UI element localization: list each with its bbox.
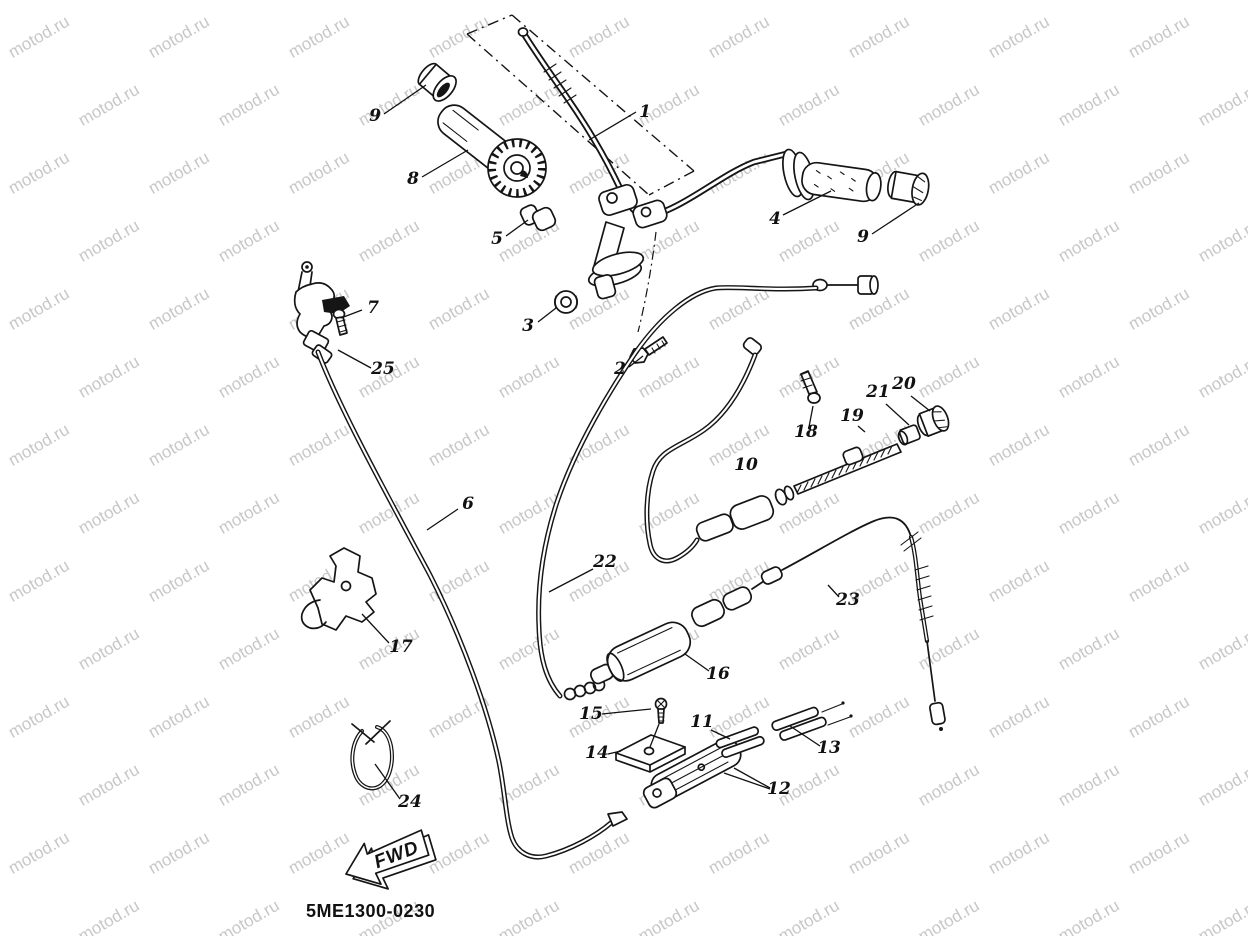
callout-leader-8 xyxy=(421,149,469,178)
part-callout-2: 2 xyxy=(613,359,626,379)
part-callout-6: 6 xyxy=(462,494,474,514)
callout-leader-25 xyxy=(337,349,372,369)
callout-leader-24 xyxy=(374,763,401,800)
part-callout-24: 24 xyxy=(397,792,422,812)
nut-drawing xyxy=(553,290,579,314)
cable-adjuster-barrel-drawing xyxy=(589,566,783,685)
part-callout-25: 25 xyxy=(370,359,395,379)
callout-leader-22 xyxy=(548,568,594,593)
handle-holder-drawing xyxy=(519,183,668,333)
lever-housing-drawing xyxy=(642,738,742,809)
part-callout-19: 19 xyxy=(840,406,864,426)
part-callout-4: 4 xyxy=(769,209,781,229)
part-callout-16: 16 xyxy=(706,664,730,684)
callout-leader-11 xyxy=(710,729,731,740)
part-callout-7: 7 xyxy=(367,298,379,318)
diagram-code: 5ME1300-0230 xyxy=(306,901,435,921)
guide-pipes-drawing xyxy=(715,726,765,758)
callout-leader-2 xyxy=(628,355,644,368)
callout-leader-16 xyxy=(684,653,710,672)
callout-leader-4 xyxy=(782,190,832,216)
cable-23-drawing xyxy=(781,516,946,731)
callout-leader-extra xyxy=(723,772,771,790)
left-bar-end-cap-drawing xyxy=(417,62,457,102)
choke-cable-drawing xyxy=(315,349,628,860)
callout-leader-20 xyxy=(910,395,931,412)
callout-leader-18 xyxy=(808,405,814,428)
callout-leader-9 xyxy=(383,84,427,115)
callout-leader-7 xyxy=(340,309,363,319)
left-grip-drawing xyxy=(437,104,547,198)
part-callout-22: 22 xyxy=(592,552,617,572)
part-callout-11: 11 xyxy=(690,712,714,732)
callouts-layer: 1234567899101112131415161718192021222324… xyxy=(337,84,931,812)
callout-leader-15 xyxy=(601,708,652,715)
callout-leader-3 xyxy=(537,307,557,323)
callout-leader-23 xyxy=(827,584,840,598)
bottom-lever-cluster-drawing xyxy=(615,697,853,809)
callout-leader-19 xyxy=(857,425,866,433)
lever-assembly-drawing xyxy=(293,261,350,364)
part-callout-12: 12 xyxy=(767,779,791,799)
part-callout-1: 1 xyxy=(639,102,651,122)
right-grip-drawing xyxy=(782,148,882,203)
part-callout-5: 5 xyxy=(491,229,503,249)
fwd-arrow: FWD xyxy=(345,829,437,890)
right-bar-end-cap-drawing xyxy=(887,170,930,206)
bracket-drawing xyxy=(300,547,377,631)
callout-leader-1 xyxy=(588,111,637,141)
callout-leader-17 xyxy=(361,613,390,644)
wire-clamp-drawing xyxy=(350,720,394,791)
callout-leader-extra xyxy=(649,723,660,748)
callout-leader-12 xyxy=(733,767,771,789)
part-callout-15: 15 xyxy=(579,704,603,724)
small-screw-drawing xyxy=(654,697,668,724)
part-callout-20: 20 xyxy=(891,374,916,394)
cable-22-drawing xyxy=(536,275,879,701)
adjust-screw-drawing xyxy=(799,370,821,404)
lever-plate-drawing xyxy=(615,734,686,773)
part-callout-23: 23 xyxy=(835,590,860,610)
part-callout-3: 3 xyxy=(522,316,534,336)
part-callout-9: 9 xyxy=(369,106,381,126)
alignment-dash-marks xyxy=(466,14,695,196)
lever-screw-drawing xyxy=(332,308,348,336)
part-callout-14: 14 xyxy=(585,743,609,763)
callout-leader-5 xyxy=(505,219,529,237)
guide-pipes-2-drawing xyxy=(771,701,853,741)
cable-washer-drawing xyxy=(897,424,921,446)
throttle-cable-drawing xyxy=(644,337,950,564)
callout-leader-21 xyxy=(885,403,910,426)
part-callout-17: 17 xyxy=(389,637,413,657)
part-callout-9: 9 xyxy=(857,227,869,247)
callout-leader-13 xyxy=(789,725,821,747)
part-callout-21: 21 xyxy=(865,382,890,402)
part-callout-13: 13 xyxy=(817,738,841,758)
part-callout-8: 8 xyxy=(406,169,419,189)
callout-leader-14 xyxy=(607,750,622,755)
callout-leader-6 xyxy=(426,508,459,531)
cable-cap-drawing xyxy=(916,405,950,437)
part-callout-10: 10 xyxy=(734,455,758,475)
callout-leader-9 xyxy=(871,202,920,235)
part-callout-18: 18 xyxy=(794,422,818,442)
